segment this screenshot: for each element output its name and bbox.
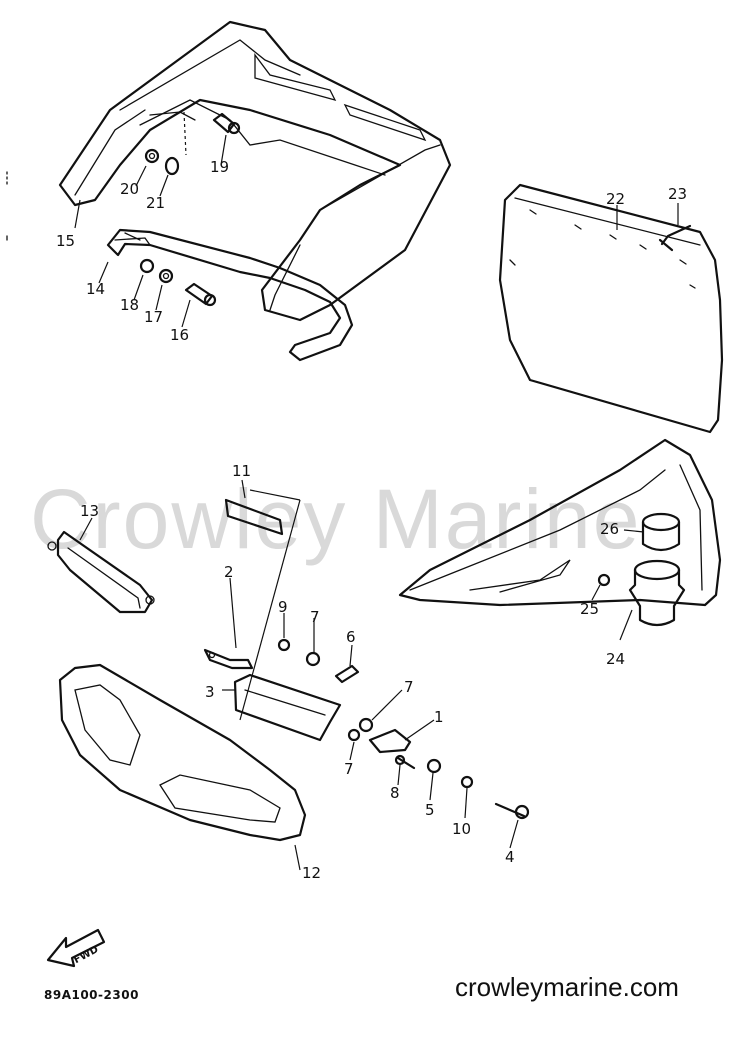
callout-15: 15 xyxy=(56,232,75,250)
fastener-19-bolt xyxy=(212,112,241,135)
part-10-nut xyxy=(460,775,474,789)
callout-22: 22 xyxy=(606,190,625,208)
callout-1: 1 xyxy=(434,708,444,726)
callout-10: 10 xyxy=(452,820,471,838)
callout-17: 17 xyxy=(144,308,163,326)
callout-21: 21 xyxy=(146,194,165,212)
part-6-clip xyxy=(334,664,360,684)
part-25-screw xyxy=(597,573,611,587)
part-7-washer-a xyxy=(305,651,321,667)
callout-7b: 7 xyxy=(404,678,414,696)
callout-13: 13 xyxy=(80,502,99,520)
part-15-hood-frame xyxy=(58,20,452,322)
fastener-17-nut xyxy=(158,268,174,284)
callout-19: 19 xyxy=(210,158,229,176)
part-24-housing xyxy=(398,438,722,607)
part-26-cap xyxy=(641,512,681,552)
part-5-nut xyxy=(426,758,442,774)
part-22-side-panel xyxy=(498,183,724,434)
part-11-pad xyxy=(224,489,301,721)
callout-12: 12 xyxy=(302,864,321,882)
fastener-18-washer xyxy=(139,258,155,274)
callout-9: 9 xyxy=(278,598,288,616)
callout-5: 5 xyxy=(425,801,435,819)
callout-3: 3 xyxy=(205,683,215,701)
part-9-nut xyxy=(277,638,291,652)
fwd-arrow-icon: FWD xyxy=(46,928,106,968)
fastener-21-washer xyxy=(164,156,180,176)
callout-2: 2 xyxy=(224,563,234,581)
part-7-washer-b xyxy=(358,717,374,733)
part-12-front-cover xyxy=(58,663,307,842)
part-1-latch xyxy=(368,728,412,754)
callout-23: 23 xyxy=(668,185,687,203)
part-24-cap xyxy=(628,559,686,627)
part-8-screw xyxy=(394,754,416,770)
callout-6: 6 xyxy=(346,628,356,646)
fwd-label: FWD xyxy=(72,944,100,966)
callout-18: 18 xyxy=(120,296,139,314)
callout-25: 25 xyxy=(580,600,599,618)
watermark: Crowley Marine xyxy=(30,472,642,566)
fastener-16-bolt xyxy=(184,282,217,307)
callout-26: 26 xyxy=(600,520,619,538)
callout-20: 20 xyxy=(120,180,139,198)
callout-4: 4 xyxy=(505,848,515,866)
part-2-bracket xyxy=(203,648,254,670)
callout-7c: 7 xyxy=(344,760,354,778)
callout-7a: 7 xyxy=(310,608,320,626)
site-url[interactable]: crowleymarine.com xyxy=(455,972,679,1002)
callout-24: 24 xyxy=(606,650,625,668)
part-23-rivet xyxy=(658,224,692,252)
diagram-code: 89A100-2300 xyxy=(44,988,139,1002)
callout-14: 14 xyxy=(86,280,105,298)
callout-11: 11 xyxy=(232,462,251,480)
part-13-vent-grille xyxy=(47,530,155,614)
callout-16: 16 xyxy=(170,326,189,344)
part-14-grab-rail xyxy=(106,228,354,362)
part-7-washer-c xyxy=(347,728,361,742)
fastener-20-nut xyxy=(144,148,160,164)
part-3-plate xyxy=(233,673,342,742)
part-4-wing-bolt xyxy=(494,802,530,820)
callout-8: 8 xyxy=(390,784,400,802)
